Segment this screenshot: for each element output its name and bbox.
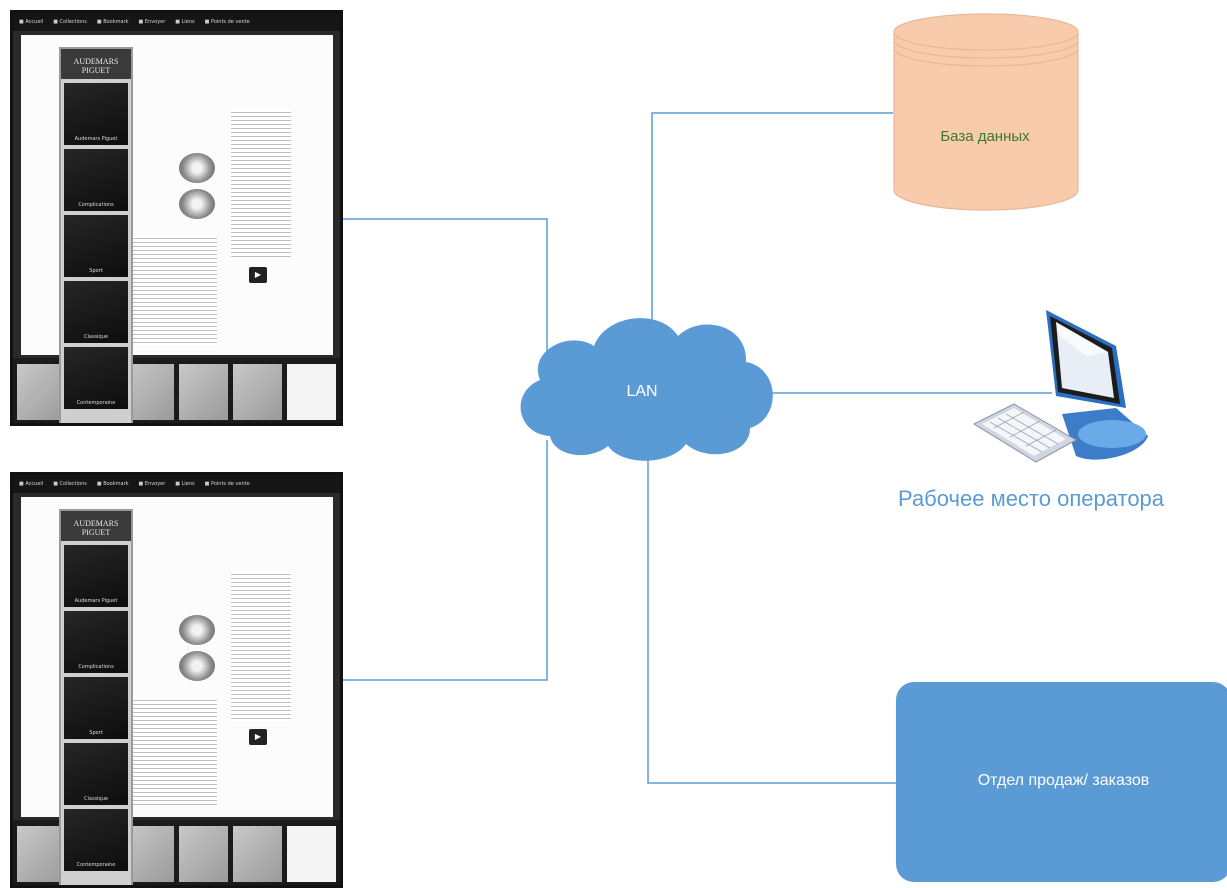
collection-tile: Audemars Piguet bbox=[64, 545, 128, 607]
database-cylinder-icon bbox=[893, 13, 1079, 211]
nav-item: Collections bbox=[53, 19, 87, 25]
watch-movement-image bbox=[179, 189, 215, 219]
collection-tile: Audemars Piguet bbox=[64, 83, 128, 145]
play-icon: ▶ bbox=[249, 729, 267, 745]
nav-item: Accueil bbox=[19, 481, 43, 487]
nav-item: Bookmark bbox=[97, 19, 128, 25]
brand-logo: AUDEMARS PIGUET bbox=[61, 511, 131, 541]
collection-tile: Classique bbox=[64, 281, 128, 343]
nav-item: Points de vente bbox=[205, 19, 250, 25]
nav-item: Envoyer bbox=[139, 19, 165, 25]
sales-department-box bbox=[896, 682, 1227, 882]
operator-label: Рабочее место оператора bbox=[898, 486, 1165, 511]
nav-item: Bookmark bbox=[97, 481, 128, 487]
play-icon: ▶ bbox=[249, 267, 267, 283]
collection-tile: Complications bbox=[64, 149, 128, 211]
workstation-computer-icon bbox=[972, 310, 1148, 463]
nav-item: Liens bbox=[175, 19, 195, 25]
tablet-device-icon: Accueil Collections Bookmark Envoyer Lie… bbox=[10, 472, 343, 888]
nav-item: Envoyer bbox=[139, 481, 165, 487]
brand-logo: AUDEMARS PIGUET bbox=[61, 49, 131, 79]
collection-tile: Classique bbox=[64, 743, 128, 805]
watch-movement-image bbox=[179, 615, 215, 645]
tablet-nav-bar: Accueil Collections Bookmark Envoyer Lie… bbox=[13, 475, 340, 493]
collection-tile: Contemporaine bbox=[64, 347, 128, 409]
link-database bbox=[651, 112, 893, 320]
collection-tile: Sport bbox=[64, 677, 128, 739]
database-label: База данных bbox=[940, 128, 1030, 145]
nav-item: Accueil bbox=[19, 19, 43, 25]
tablet-nav-bar: Accueil Collections Bookmark Envoyer Lie… bbox=[13, 13, 340, 31]
lan-cloud-icon bbox=[520, 318, 773, 461]
link-tablet-bottom bbox=[343, 440, 548, 681]
nav-item: Points de vente bbox=[205, 481, 250, 487]
nav-item: Collections bbox=[53, 481, 87, 487]
link-tablet-top bbox=[343, 218, 548, 375]
collection-tile: Complications bbox=[64, 611, 128, 673]
tablet-collections-menu: AUDEMARS PIGUET Audemars Piguet Complica… bbox=[59, 509, 133, 885]
tablet-collections-menu: AUDEMARS PIGUET Audemars Piguet Complica… bbox=[59, 47, 133, 423]
sales-label: Отдел продаж/ заказов bbox=[977, 772, 1150, 789]
watch-movement-image bbox=[179, 153, 215, 183]
watch-movement-image bbox=[179, 651, 215, 681]
nav-item: Liens bbox=[175, 481, 195, 487]
lan-label: LAN bbox=[626, 383, 658, 400]
tablet-device-icon: Accueil Collections Bookmark Envoyer Lie… bbox=[10, 10, 343, 426]
link-sales bbox=[647, 455, 896, 784]
collection-tile: Sport bbox=[64, 215, 128, 277]
collection-tile: Contemporaine bbox=[64, 809, 128, 871]
